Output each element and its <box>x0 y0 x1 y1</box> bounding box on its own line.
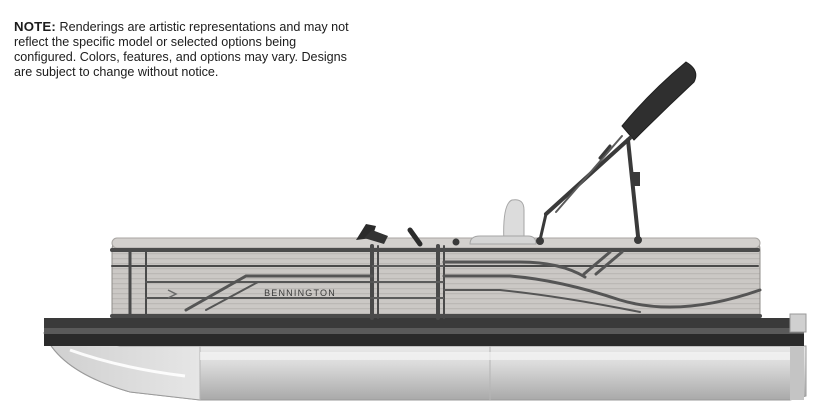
gate <box>372 265 444 299</box>
note-text: Renderings are artistic representations … <box>14 20 349 79</box>
accent-graphics <box>145 250 762 313</box>
bimini-top <box>536 61 697 245</box>
brand-name: BENNINGTON <box>264 288 336 298</box>
bow-logo-icon <box>167 289 178 299</box>
deck-rim <box>44 313 807 346</box>
note-label: NOTE: <box>14 19 57 34</box>
disclaimer-note: NOTE: Renderings are artistic representa… <box>14 19 359 80</box>
helm-seat <box>469 199 537 245</box>
helm-console <box>356 224 460 247</box>
